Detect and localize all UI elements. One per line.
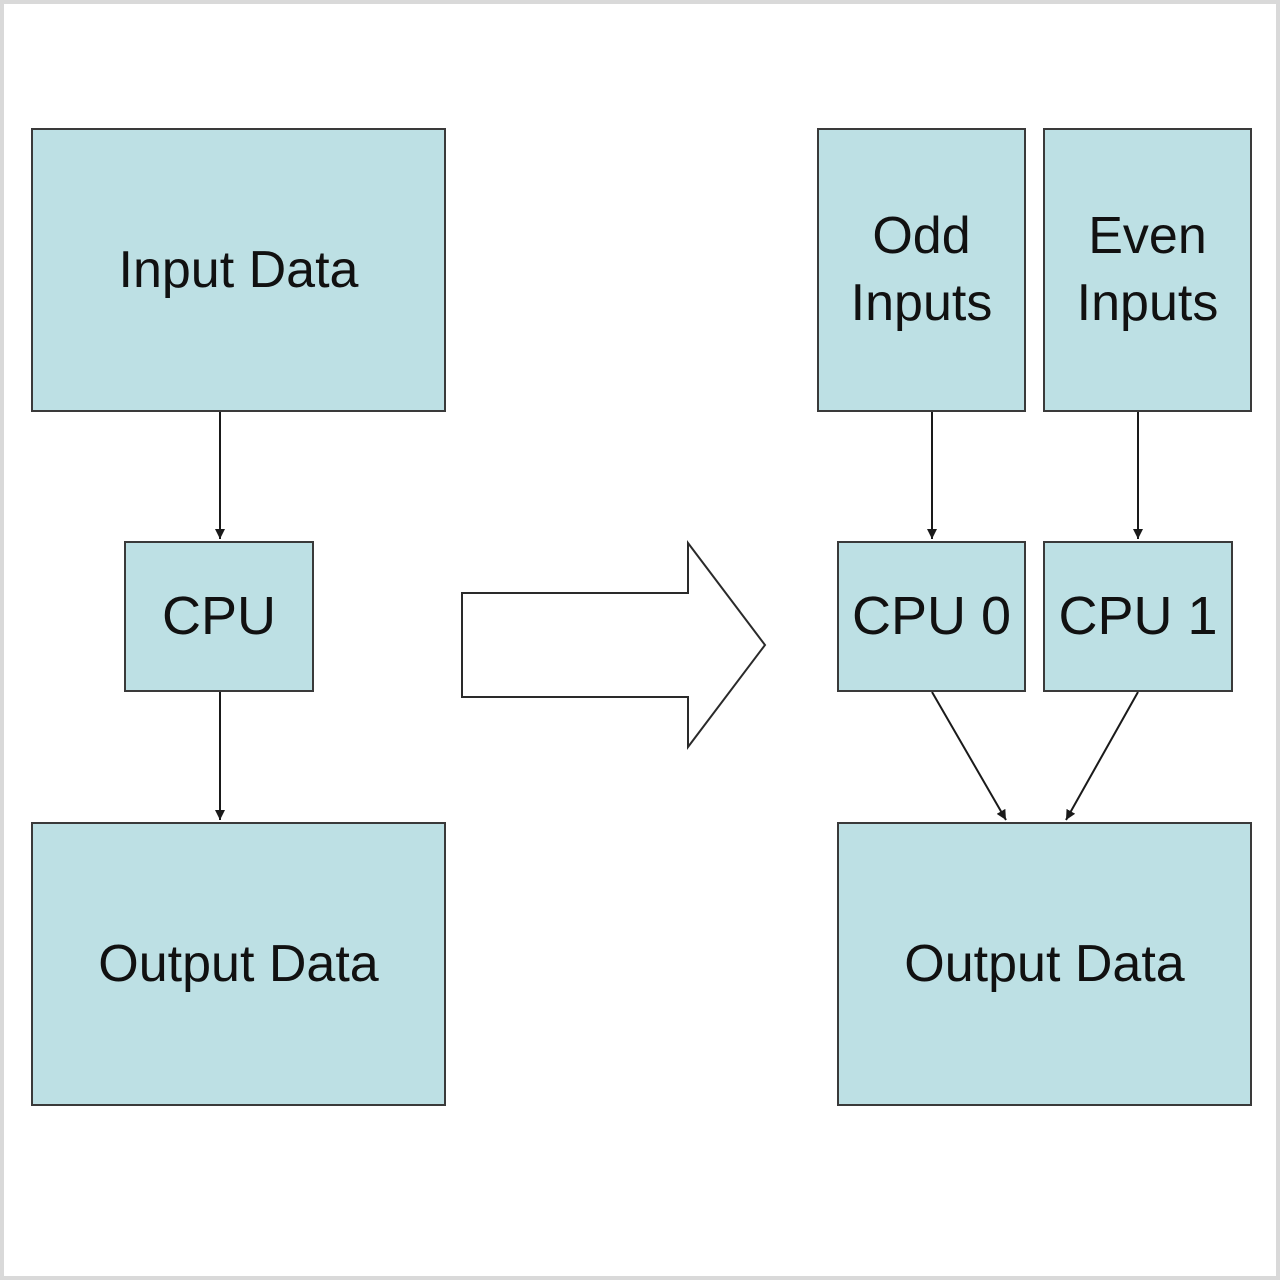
output-data-label-left: Output Data bbox=[98, 934, 379, 993]
cpu-0-label: CPU 0 bbox=[851, 585, 1012, 646]
even-inputs-line1: Even bbox=[1088, 207, 1207, 266]
arrow-cpu1-to-output bbox=[1065, 691, 1139, 821]
even-inputs-box: Even Inputs bbox=[1043, 128, 1252, 412]
cpu-1-box: CPU 1 bbox=[1043, 541, 1233, 692]
cpu-0-box: CPU 0 bbox=[837, 541, 1026, 692]
odd-inputs-line1: Odd bbox=[872, 207, 971, 266]
output-data-box-left: Output Data bbox=[31, 822, 446, 1106]
output-data-label-right: Output Data bbox=[904, 934, 1185, 993]
odd-inputs-line2: Inputs bbox=[850, 274, 993, 332]
cpu-box: CPU bbox=[124, 541, 314, 692]
cpu-label: CPU bbox=[161, 585, 276, 646]
odd-inputs-box: Odd Inputs bbox=[817, 128, 1026, 412]
input-data-box: Input Data bbox=[31, 128, 446, 412]
cpu-1-label: CPU 1 bbox=[1058, 585, 1218, 646]
transform-block-arrow bbox=[461, 540, 767, 750]
arrow-cpu0-to-output bbox=[931, 691, 1007, 821]
output-data-box-right: Output Data bbox=[837, 822, 1252, 1106]
even-inputs-line2: Inputs bbox=[1076, 274, 1219, 332]
input-data-label: Input Data bbox=[118, 240, 359, 299]
